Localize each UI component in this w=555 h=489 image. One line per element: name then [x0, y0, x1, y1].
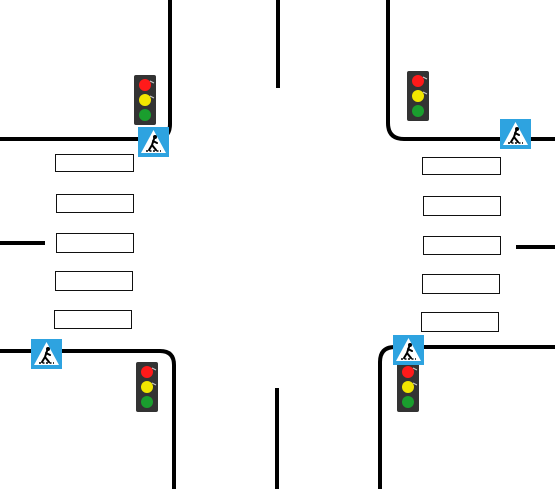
crosswalk-stripe [422, 274, 500, 294]
pedestrian-crossing-sign-icon [31, 339, 62, 369]
curb-top-right [386, 0, 555, 141]
curb-bottom-left [0, 349, 176, 489]
traffic-light-icon [134, 75, 156, 125]
crosswalk-stripe [423, 236, 501, 255]
crosswalk-stripe [56, 194, 134, 213]
crosswalk-stripe [55, 271, 133, 291]
crosswalk-stripe [56, 233, 134, 253]
pedestrian-crossing-sign-icon [393, 335, 424, 365]
traffic-light-icon [136, 362, 158, 412]
crosswalk-stripe [423, 196, 501, 216]
pedestrian-crossing-sign-icon [500, 119, 531, 149]
crosswalk-stripe [55, 154, 134, 172]
pedestrian-crossing-sign-icon [138, 127, 169, 157]
traffic-light-icon [397, 362, 419, 412]
crosswalk-stripe [54, 310, 132, 329]
crosswalk-stripe [421, 312, 499, 332]
traffic-light-icon [407, 71, 429, 121]
crosswalk-stripe [422, 157, 501, 175]
